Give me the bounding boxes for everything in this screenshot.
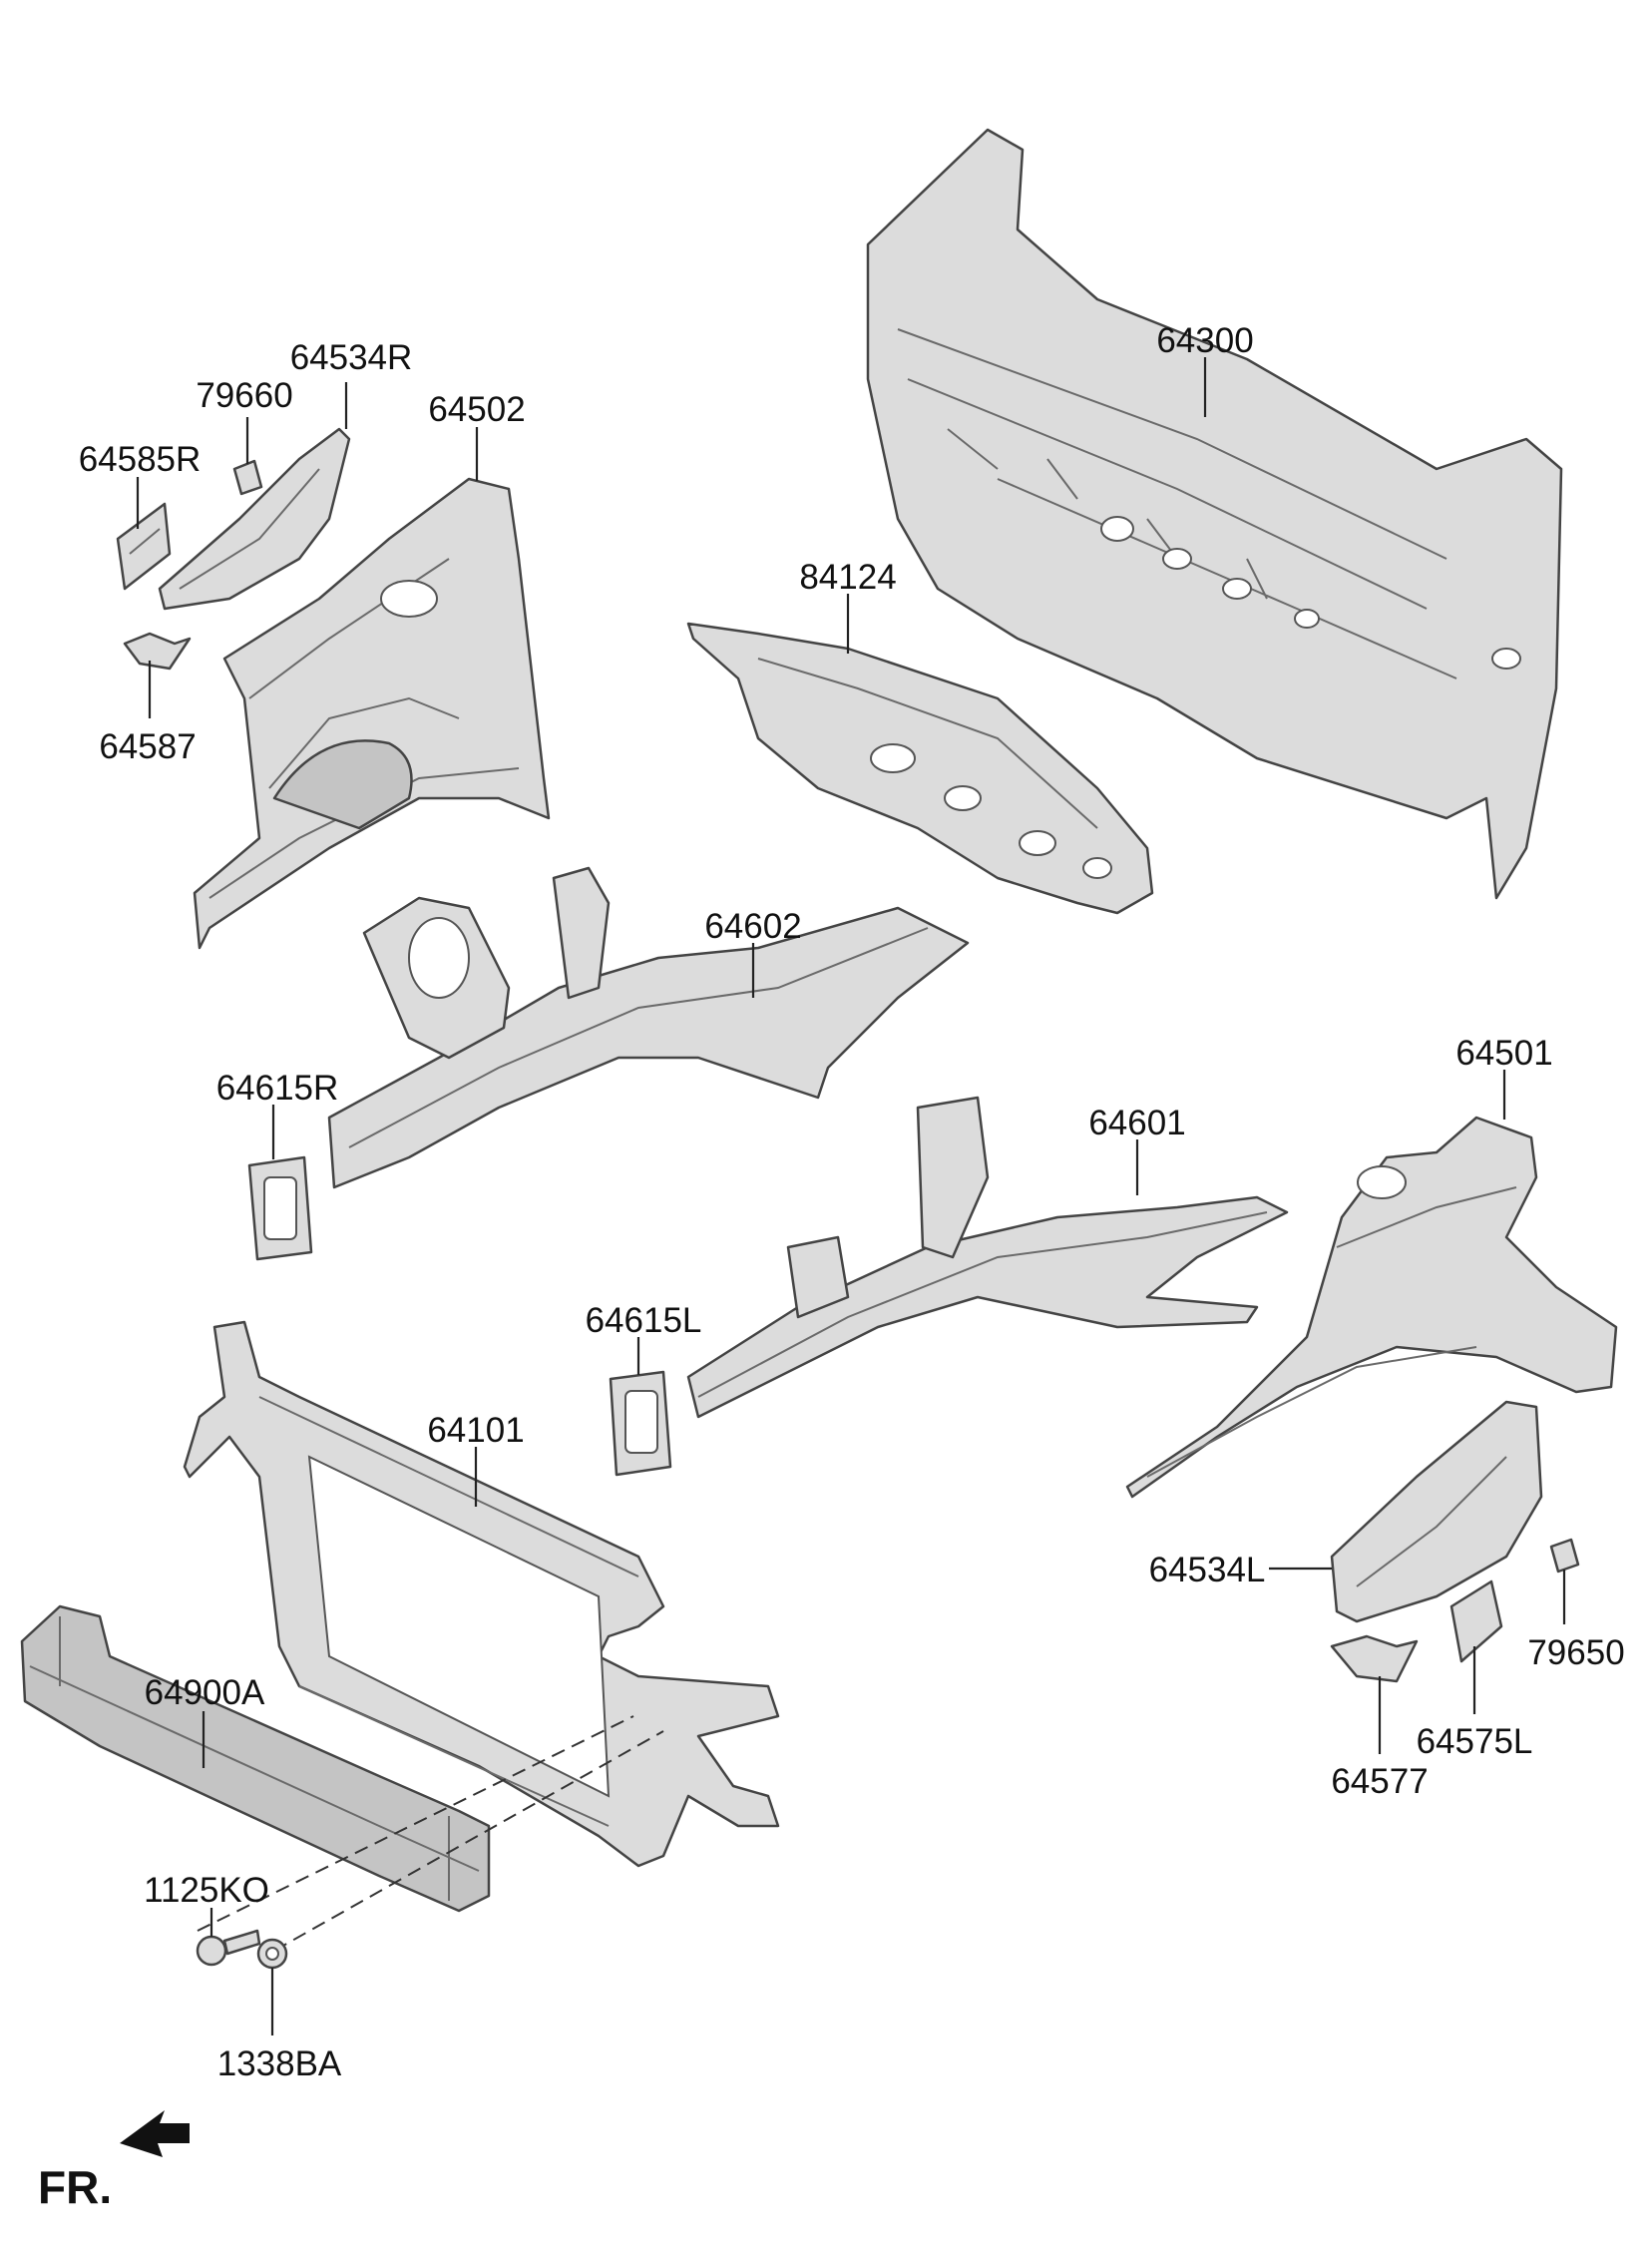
label-64615R: 64615R bbox=[216, 1069, 339, 1108]
label-64587: 64587 bbox=[99, 727, 196, 766]
part-64575L-bracket[interactable] bbox=[1449, 1579, 1503, 1663]
label-64601: 64601 bbox=[1088, 1104, 1185, 1142]
label-64577: 64577 bbox=[1331, 1762, 1428, 1801]
front-direction-arrow-icon bbox=[120, 2110, 190, 2157]
part-64534R-bracket[interactable] bbox=[158, 427, 351, 611]
label-79660: 79660 bbox=[196, 376, 292, 415]
assembly-line-lower bbox=[273, 1730, 664, 1952]
part-64300-dash-panel[interactable] bbox=[866, 128, 1563, 900]
label-84124: 84124 bbox=[799, 558, 896, 597]
part-64534L-bracket[interactable] bbox=[1330, 1400, 1543, 1623]
label-64300: 64300 bbox=[1156, 321, 1253, 360]
part-79650-clip[interactable] bbox=[1549, 1538, 1580, 1574]
part-64615R-plate[interactable] bbox=[247, 1155, 313, 1261]
part-64602-side-member-rh[interactable] bbox=[327, 866, 970, 1189]
label-1125KO: 1125KO bbox=[144, 1871, 269, 1910]
label-64534R: 64534R bbox=[290, 338, 413, 377]
label-64501: 64501 bbox=[1455, 1034, 1552, 1073]
part-64585R-bracket[interactable] bbox=[116, 502, 172, 591]
front-direction-label: FR. bbox=[38, 2161, 112, 2213]
part-64601-side-member-lh[interactable] bbox=[686, 1096, 1289, 1419]
part-1125KO-bolt[interactable] bbox=[196, 1929, 261, 1967]
label-1338BA: 1338BA bbox=[217, 2044, 342, 2083]
label-64615L: 64615L bbox=[586, 1301, 702, 1340]
label-64585R: 64585R bbox=[79, 440, 202, 479]
assembly-line-upper bbox=[197, 1715, 634, 1932]
label-64502: 64502 bbox=[428, 390, 525, 429]
part-79660-clip[interactable] bbox=[232, 459, 263, 496]
part-64615L-plate[interactable] bbox=[609, 1370, 672, 1477]
part-64577-bracket[interactable] bbox=[1330, 1634, 1419, 1683]
part-64587-bracket[interactable] bbox=[123, 632, 192, 671]
label-79650: 79650 bbox=[1527, 1633, 1624, 1672]
label-64101: 64101 bbox=[427, 1411, 524, 1450]
part-64101-radiator-support[interactable] bbox=[183, 1320, 780, 1868]
label-64602: 64602 bbox=[704, 907, 801, 946]
leader-lines bbox=[136, 357, 1566, 2035]
part-64501-fender-apron[interactable] bbox=[1125, 1116, 1618, 1499]
label-64534L: 64534L bbox=[1149, 1551, 1266, 1589]
label-64900A: 64900A bbox=[145, 1673, 265, 1712]
part-1338BA-nut[interactable] bbox=[256, 1938, 288, 1970]
part-64900A-bumper-beam[interactable] bbox=[20, 1604, 491, 1913]
part-84124-insulator[interactable] bbox=[686, 622, 1154, 915]
part-64502-fender-apron[interactable] bbox=[193, 477, 551, 950]
label-64575L: 64575L bbox=[1417, 1722, 1533, 1761]
